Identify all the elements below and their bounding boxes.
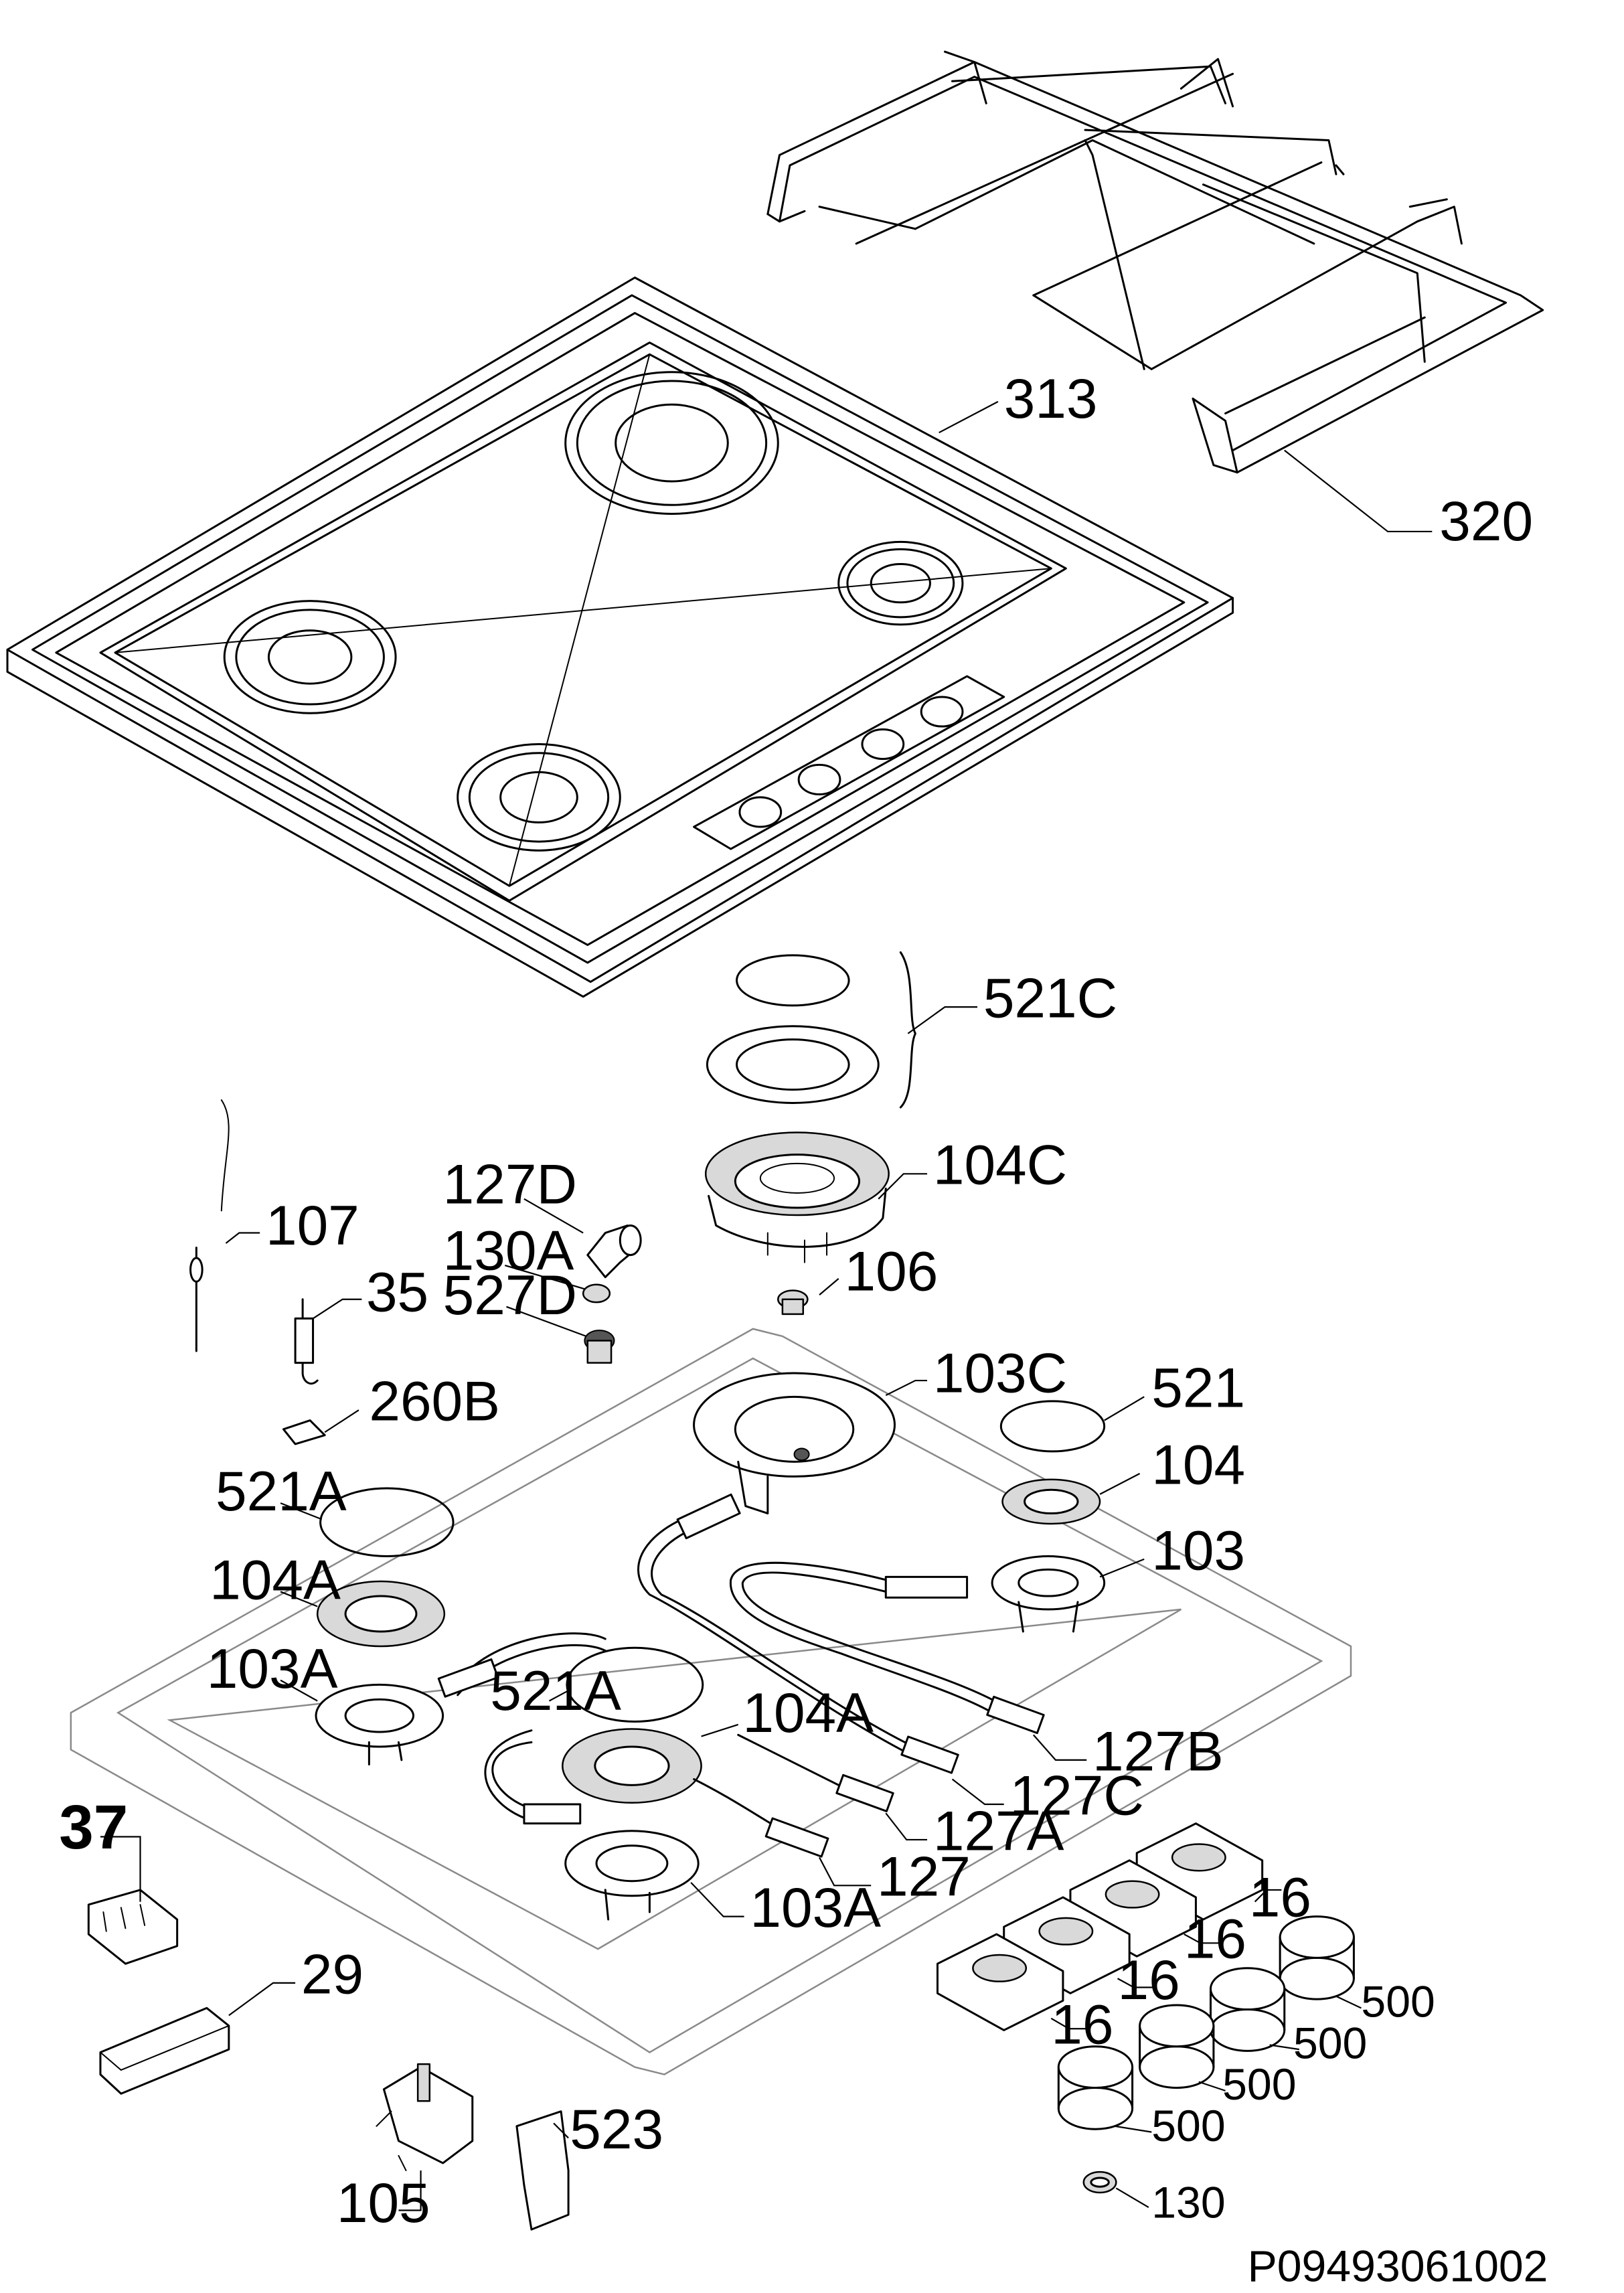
label-127d: 127D: [443, 1152, 577, 1215]
label-37: 37: [59, 1792, 128, 1862]
control-knob-4: [1058, 2047, 1132, 2130]
label-521a-top: 521A: [216, 1459, 347, 1522]
label-521c: 521C: [983, 967, 1117, 1030]
label-35: 35: [366, 1260, 428, 1323]
label-127: 127: [877, 1845, 971, 1908]
nut-130a: [583, 1285, 610, 1302]
label-127a: 127A: [933, 1799, 1064, 1862]
label-104c: 104C: [933, 1133, 1067, 1196]
label-103c: 103C: [933, 1342, 1067, 1405]
label-260b: 260B: [369, 1370, 500, 1433]
label-521: 521: [1151, 1356, 1245, 1419]
ignition-module-29: [100, 2008, 229, 2093]
injector-106: [778, 1291, 807, 1314]
crown-104a-mid: [562, 1729, 701, 1803]
hob-hole-right: [839, 542, 963, 625]
label-16-2: 16: [1184, 1907, 1246, 1970]
terminal-block-37: [88, 1890, 177, 1964]
leader-lines: [100, 402, 1432, 2211]
label-527d: 527D: [443, 1263, 577, 1326]
clip-260b: [283, 1421, 325, 1444]
gas-pipes: [438, 1494, 1044, 1856]
label-320: 320: [1439, 489, 1533, 552]
label-104: 104: [1151, 1433, 1245, 1496]
electrode-35: [295, 1299, 317, 1384]
label-130a: 130A: [443, 1219, 574, 1282]
label-104a-top: 104A: [210, 1548, 341, 1611]
label-130: 130: [1151, 2179, 1225, 2228]
label-500-3: 500: [1222, 2060, 1296, 2110]
clip-523: [517, 2112, 568, 2229]
label-500-1: 500: [1361, 1978, 1435, 2027]
thermocouple-107: [191, 1100, 229, 1351]
burner-body-103c: [694, 1373, 895, 1514]
label-105: 105: [337, 2171, 430, 2234]
ring-130: [1084, 2172, 1117, 2193]
elbow-127d: [588, 1225, 641, 1277]
cap-521: [1001, 1401, 1104, 1451]
body-103a-bot: [566, 1831, 698, 1919]
label-106: 106: [845, 1240, 939, 1303]
label-313: 313: [1004, 367, 1098, 430]
label-523: 523: [570, 2098, 663, 2160]
crown-104a-top: [317, 1581, 444, 1646]
label-16-4: 16: [1051, 1992, 1113, 2055]
label-103: 103: [1151, 1518, 1245, 1581]
cap-521a-mid: [567, 1648, 703, 1721]
label-500-4: 500: [1151, 2102, 1225, 2151]
body-103a-top: [316, 1684, 443, 1764]
label-103a-bot: 103A: [750, 1876, 881, 1939]
pan-support-grid-part: [768, 52, 1543, 473]
label-107: 107: [266, 1194, 359, 1257]
fitting-527d: [584, 1330, 614, 1363]
label-104a-mid: 104A: [742, 1681, 874, 1744]
control-knob-1: [1280, 1917, 1354, 2000]
control-strip: [694, 676, 1004, 849]
body-103: [992, 1557, 1105, 1632]
label-500-2: 500: [1293, 2019, 1367, 2068]
burner-cap-set-521c: [707, 952, 915, 1107]
base-frame-ghost: [71, 1329, 1351, 2075]
label-127b: 127B: [1092, 1719, 1224, 1782]
label-16-3: 16: [1118, 1948, 1180, 2011]
gas-valve-105: [376, 2064, 472, 2170]
crown-104: [1003, 1480, 1101, 1524]
part-labels: 313 320 521C 104C 127D 130A 527D 107 35 …: [59, 367, 1548, 2291]
label-521a-mid: 521A: [490, 1659, 621, 1722]
drawing-code: P09493061002: [1248, 2241, 1548, 2291]
label-29: 29: [301, 1942, 363, 2005]
ignition-switch-4: [937, 1934, 1062, 2030]
hob-hole-front: [458, 744, 621, 851]
control-knob-3: [1140, 2005, 1214, 2088]
hob-hole-left: [224, 601, 396, 714]
label-127c: 127C: [1010, 1763, 1144, 1826]
cap-521a-top: [321, 1488, 453, 1556]
label-16-1: 16: [1249, 1866, 1311, 1929]
burner-crown-104c: [706, 1133, 888, 1263]
cooktop-panel-part: [7, 278, 1233, 997]
label-103a-top: 103A: [207, 1637, 338, 1700]
hob-hole-large: [566, 372, 779, 514]
control-knob-2: [1210, 1968, 1284, 2051]
